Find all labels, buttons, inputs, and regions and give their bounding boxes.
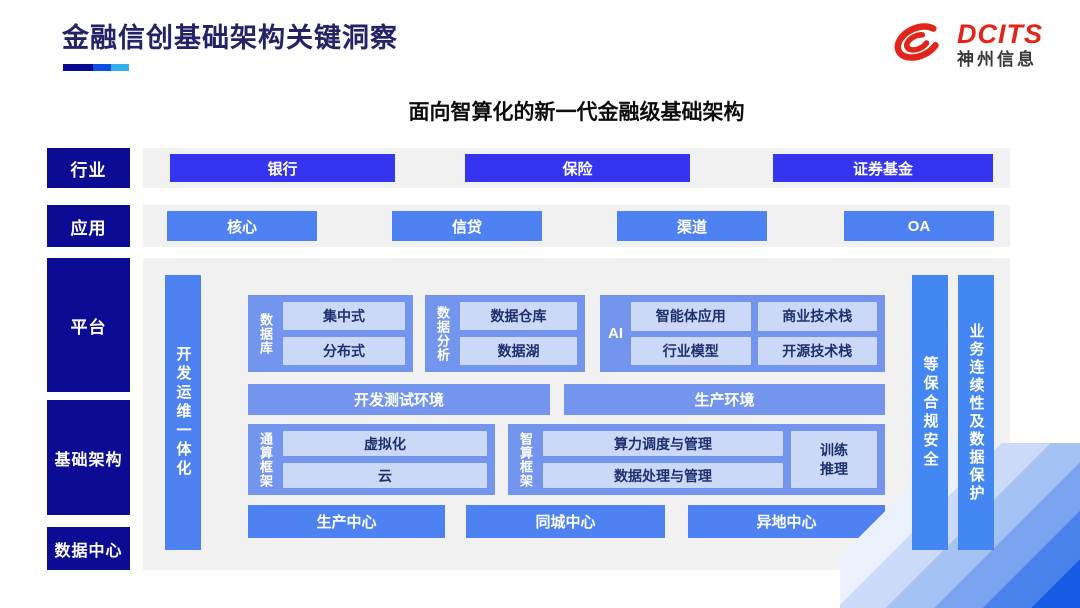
page-title: 金融信创基础架构关键洞察: [62, 23, 398, 53]
dcits-swirl-icon: [890, 16, 948, 73]
group-general-compute: 通算框架 虚拟化 云: [248, 424, 495, 495]
group-database-label: 数据库: [258, 312, 273, 355]
chip-virtualization: 虚拟化: [283, 431, 487, 456]
industry-item-bank: 银行: [170, 154, 395, 182]
logo-company-text: 神州信息: [957, 49, 1037, 69]
chip-cloud: 云: [283, 463, 487, 488]
chip-centralized: 集中式: [283, 302, 405, 330]
group-general-compute-label: 通算框架: [258, 431, 273, 488]
row-label-industry: 行业: [47, 148, 130, 188]
row-label-infrastructure: 基础架构: [47, 400, 130, 515]
row-label-platform: 平台: [47, 258, 130, 392]
row-label-application: 应用: [47, 205, 130, 247]
title-underline: [63, 64, 129, 71]
industry-item-insurance: 保险: [465, 154, 690, 182]
row-label-datacenter: 数据中心: [47, 527, 130, 570]
chip-data-warehouse: 数据仓库: [460, 302, 577, 330]
group-data-analytics: 数据分析 数据仓库 数据湖: [425, 295, 585, 372]
pillar-business-continuity: 业务连续性及数据保护: [958, 275, 994, 550]
diagram-title: 面向智算化的新一代金融级基础架构: [408, 101, 745, 124]
underline-segment-light: [111, 64, 129, 71]
chip-distributed: 分布式: [283, 337, 405, 365]
industry-item-securities-funds: 证券基金: [773, 154, 993, 182]
logo-brand-text: DCITS: [957, 19, 1043, 50]
application-item-credit: 信贷: [392, 211, 542, 241]
chip-training-inference: 训练 推理: [791, 431, 877, 488]
company-logo: DCITS 神州信息: [890, 16, 1043, 73]
chip-compute-scheduling: 算力调度与管理: [543, 431, 783, 456]
group-intelligent-compute: 智算框架 算力调度与管理 数据处理与管理 训练 推理: [508, 424, 885, 495]
chip-agent-apps: 智能体应用: [631, 302, 751, 331]
devtest-environment-bar: 开发测试环境: [248, 384, 550, 415]
application-item-channel: 渠道: [617, 211, 767, 241]
group-ai: AI 智能体应用 商业技术栈 行业模型 开源技术栈: [600, 295, 885, 372]
application-item-core: 核心: [167, 211, 317, 241]
chip-opensource-stack: 开源技术栈: [757, 336, 877, 365]
group-ai-label: AI: [608, 325, 623, 342]
production-environment-bar: 生产环境: [564, 384, 885, 415]
pillar-security-compliance: 等保合规安全: [912, 275, 948, 550]
chip-data-processing: 数据处理与管理: [543, 463, 783, 488]
pillar-devops: 开发运维一体化: [165, 275, 201, 550]
chip-commercial-stack: 商业技术栈: [757, 302, 877, 331]
underline-segment-mid: [93, 64, 111, 71]
datacenter-production: 生产中心: [248, 505, 445, 538]
chip-data-lake: 数据湖: [460, 337, 577, 365]
chip-industry-models: 行业模型: [631, 336, 751, 365]
group-data-analytics-label: 数据分析: [435, 305, 450, 362]
datacenter-remote: 异地中心: [688, 505, 885, 538]
application-item-oa: OA: [844, 211, 994, 241]
group-intelligent-compute-label: 智算框架: [518, 431, 533, 488]
datacenter-same-city: 同城中心: [466, 505, 665, 538]
underline-segment-dark: [63, 64, 93, 71]
group-database: 数据库 集中式 分布式: [248, 295, 413, 372]
